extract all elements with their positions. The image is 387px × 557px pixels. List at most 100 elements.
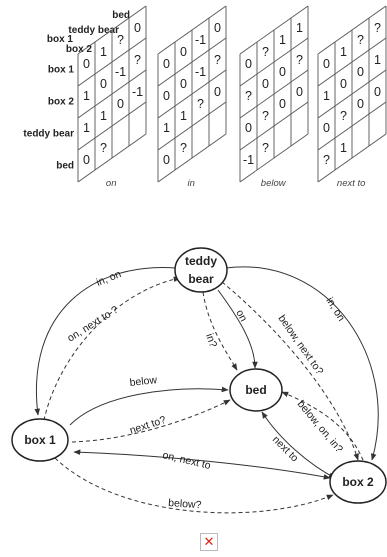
matrix-cell: 0 bbox=[245, 57, 252, 71]
matrix-cell: ? bbox=[262, 109, 269, 123]
edge-label: below? bbox=[168, 497, 202, 511]
col-label: teddy bear bbox=[68, 25, 119, 36]
relation-label: in bbox=[187, 178, 194, 189]
edge-teddy-box2-dashed bbox=[221, 281, 359, 461]
edge-label: on, next to bbox=[161, 449, 212, 472]
edge-box1-bed bbox=[69, 386, 229, 426]
matrix-cell: 1 bbox=[374, 53, 381, 67]
matrix-cell: 0 bbox=[262, 77, 269, 91]
matrix-cell: ? bbox=[296, 53, 303, 67]
node-box-1: box 1 bbox=[11, 418, 69, 462]
matrix-cell: ? bbox=[180, 141, 187, 155]
matrix-cell: 0 bbox=[279, 97, 286, 111]
matrix-cell: 1 bbox=[323, 89, 330, 103]
matrix-cell: ? bbox=[323, 153, 330, 167]
matrix-cell: 0 bbox=[163, 153, 170, 167]
matrix-cell: 1 bbox=[163, 121, 170, 135]
matrix-cell: 0 bbox=[117, 97, 124, 111]
matrix-cell: 0 bbox=[374, 85, 381, 99]
matrix-cell: 0 bbox=[323, 121, 330, 135]
edge-box1-bed-dashed bbox=[71, 399, 231, 443]
edge-label: below, on, in? bbox=[295, 398, 346, 455]
relation-label: on bbox=[106, 178, 117, 189]
relation-label: below bbox=[261, 178, 287, 189]
matrix-cell: 0 bbox=[296, 85, 303, 99]
matrix-cell: 0 bbox=[357, 65, 364, 79]
matrix-cell: 0 bbox=[214, 21, 221, 35]
matrix-cell: 0 bbox=[134, 21, 141, 35]
node-label: bear bbox=[188, 272, 214, 286]
matrix-cell: -1 bbox=[115, 65, 126, 79]
edge-label: below, next to? bbox=[276, 313, 326, 377]
matrix-cell: ? bbox=[262, 45, 269, 59]
edge-teddy-box1-dashed bbox=[43, 276, 181, 421]
matrix-cell: 0 bbox=[340, 77, 347, 91]
edge-box1-box2-dashed bbox=[54, 457, 334, 514]
matrix-on: 01?010-1?110-10?on bbox=[77, 5, 147, 189]
matrix-cell: 1 bbox=[100, 109, 107, 123]
matrix-cell: -1 bbox=[243, 153, 254, 167]
matrix-cell: 0 bbox=[100, 77, 107, 91]
matrix-cell: 0 bbox=[357, 97, 364, 111]
matrix-cell: -1 bbox=[195, 65, 206, 79]
relation-label: next to bbox=[337, 178, 366, 189]
edge-label: on bbox=[233, 308, 249, 324]
matrix-cell: 0 bbox=[83, 153, 90, 167]
row-label: bed bbox=[56, 161, 74, 172]
edge-bed-box2 bbox=[261, 411, 336, 479]
edge-label: in, on bbox=[95, 268, 123, 289]
matrix-cell: -1 bbox=[195, 33, 206, 47]
matrix-cell: ? bbox=[100, 141, 107, 155]
edge-label: in, on bbox=[323, 295, 347, 323]
matrix-cell: 0 bbox=[180, 77, 187, 91]
matrix-cell: 0 bbox=[214, 85, 221, 99]
row-label: box 2 bbox=[48, 97, 75, 108]
matrix-cell: 0 bbox=[279, 65, 286, 79]
matrix-cell: 1 bbox=[83, 121, 90, 135]
matrix-cell: 0 bbox=[163, 57, 170, 71]
node-bed: bed bbox=[229, 368, 283, 412]
col-label: bed bbox=[112, 10, 130, 21]
col-label: box 1 bbox=[47, 34, 74, 45]
matrix-cell: 0 bbox=[83, 57, 90, 71]
edge-teddy-bed-dashed bbox=[202, 291, 238, 371]
matrix-cell: ? bbox=[214, 53, 221, 67]
matrix-cell: ? bbox=[134, 53, 141, 67]
node-label: teddy bbox=[185, 254, 217, 268]
matrix-panel: box 1 box 2 teddy bear bed box 1 box 2 t… bbox=[23, 5, 387, 189]
matrix-cell: 0 bbox=[163, 89, 170, 103]
matrix-below: 0?11?00?0?00-1?below bbox=[239, 5, 309, 189]
edge-label: next to bbox=[270, 434, 301, 465]
edge-label: next to? bbox=[128, 414, 167, 437]
matrix-cell: 0 bbox=[245, 121, 252, 135]
matrix-cell: 1 bbox=[340, 45, 347, 59]
matrix-cell: -1 bbox=[132, 85, 143, 99]
node-label: box 1 bbox=[24, 433, 56, 447]
node-label: box 2 bbox=[342, 475, 374, 489]
matrix-cell: 0 bbox=[180, 45, 187, 59]
edge-teddy-box1 bbox=[34, 267, 177, 416]
row-label: teddy bear bbox=[23, 129, 74, 140]
col-label: box 2 bbox=[66, 44, 93, 55]
matrix-cell: 1 bbox=[279, 33, 286, 47]
node-teddy-bear: teddy bear bbox=[174, 247, 228, 293]
matrix-cell: 1 bbox=[340, 141, 347, 155]
matrix-cell: ? bbox=[197, 97, 204, 111]
node-box-2: box 2 bbox=[329, 460, 387, 504]
edge-teddy-box2 bbox=[225, 266, 379, 461]
matrix-cell: ? bbox=[262, 141, 269, 155]
edge-teddy-bed bbox=[217, 289, 258, 369]
matrix-cell: ? bbox=[245, 89, 252, 103]
node-label: bed bbox=[245, 383, 266, 397]
matrix-cell: ? bbox=[117, 33, 124, 47]
relation-graph: in, on on, next to ? in? on below, next … bbox=[11, 247, 387, 514]
row-label: box 1 bbox=[48, 65, 75, 76]
edge-label: in? bbox=[203, 332, 219, 349]
matrices-layer: 01?010-1?110-10?on00-1000-1?11?00?in0?11… bbox=[77, 5, 387, 189]
matrix-cell: 1 bbox=[296, 21, 303, 35]
broken-image-icon: ✕ bbox=[200, 533, 218, 551]
matrix-cell: 1 bbox=[180, 109, 187, 123]
